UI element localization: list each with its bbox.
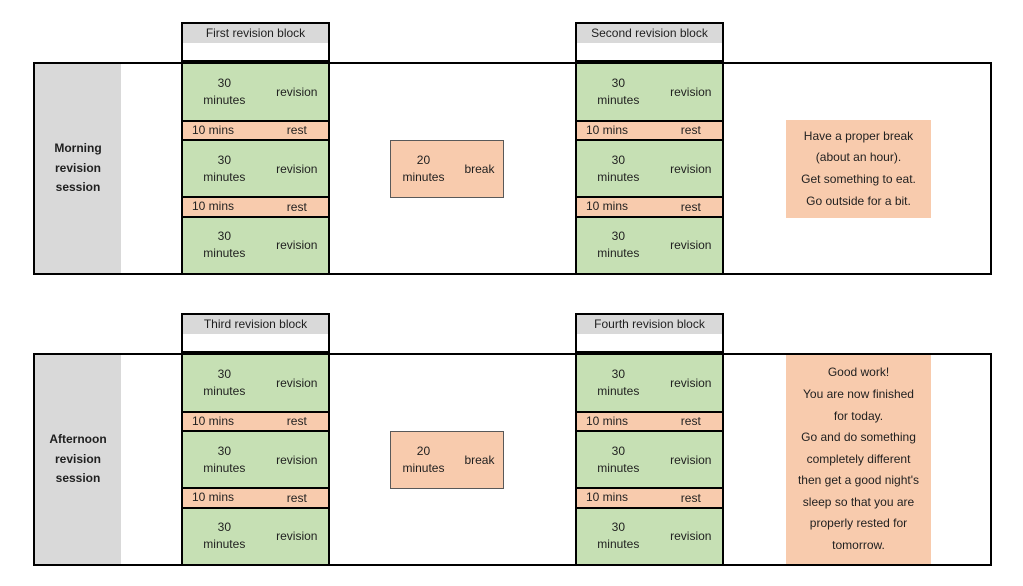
segment-activity: revision (670, 375, 712, 390)
block-header-first: First revision block (181, 22, 330, 62)
rest-segment: 10 mins rest (183, 196, 328, 216)
block-header-fourth-label: Fourth revision block (577, 315, 722, 334)
segment-duration: 30 minutes (203, 443, 246, 475)
block-header-second-label: Second revision block (577, 24, 722, 43)
morning-session-label: Morning revision session (35, 64, 121, 273)
rest-segment: 10 mins rest (183, 410, 328, 430)
segment-activity: rest (286, 199, 307, 214)
revision-segment: 30 minutes revision (183, 138, 328, 197)
revision-segment: 30 minutes revision (183, 429, 328, 488)
segment-duration: 10 mins (586, 413, 629, 428)
block-header-first-label: First revision block (183, 24, 328, 43)
segment-activity: revision (670, 161, 712, 176)
revision-segment: 30 minutes revision (577, 64, 722, 120)
segment-duration: 10 mins (586, 490, 629, 505)
break-label: break (464, 453, 495, 467)
segment-activity: rest (680, 199, 701, 214)
segment-duration: 30 minutes (203, 75, 246, 107)
revision-segment: 30 minutes revision (577, 138, 722, 197)
first-revision-block: 30 minutes revision 10 mins rest 30 minu… (181, 62, 330, 275)
morning-note: Have a proper break (about an hour). Get… (786, 120, 931, 218)
revision-segment: 30 minutes revision (183, 506, 328, 565)
break-label: break (464, 162, 495, 176)
fourth-revision-block: 30 minutes revision 10 mins rest 30 minu… (575, 353, 724, 566)
revision-segment: 30 minutes revision (577, 355, 722, 411)
rest-segment: 10 mins rest (577, 196, 722, 216)
segment-duration: 30 minutes (597, 152, 640, 184)
segment-activity: revision (276, 238, 318, 253)
second-revision-block: 30 minutes revision 10 mins rest 30 minu… (575, 62, 724, 275)
revision-segment: 30 minutes revision (577, 429, 722, 488)
segment-duration: 30 minutes (203, 366, 246, 398)
afternoon-break-box: 20 minutes break (390, 431, 504, 489)
break-duration: 20 minutes (402, 444, 445, 475)
morning-break-box: 20 minutes break (390, 140, 504, 198)
segment-activity: revision (276, 529, 318, 544)
segment-activity: revision (276, 161, 318, 176)
segment-duration: 30 minutes (597, 443, 640, 475)
afternoon-note: Good work! You are now finished for toda… (786, 355, 931, 564)
break-duration: 20 minutes (402, 153, 445, 184)
revision-segment: 30 minutes revision (183, 64, 328, 120)
segment-duration: 10 mins (192, 413, 235, 428)
segment-activity: revision (276, 375, 318, 390)
segment-activity: revision (276, 452, 318, 467)
block-header-second: Second revision block (575, 22, 724, 62)
segment-duration: 30 minutes (597, 520, 640, 552)
segment-activity: rest (286, 123, 307, 138)
segment-activity: revision (670, 452, 712, 467)
revision-segment: 30 minutes revision (577, 215, 722, 274)
segment-activity: revision (276, 84, 318, 99)
segment-activity: rest (680, 490, 701, 505)
third-revision-block: 30 minutes revision 10 mins rest 30 minu… (181, 353, 330, 566)
segment-activity: rest (680, 123, 701, 138)
block-header-fourth: Fourth revision block (575, 313, 724, 353)
rest-segment: 10 mins rest (577, 119, 722, 139)
revision-segment: 30 minutes revision (577, 506, 722, 565)
segment-duration: 30 minutes (597, 75, 640, 107)
rest-segment: 10 mins rest (183, 487, 328, 507)
block-header-third: Third revision block (181, 313, 330, 353)
segment-duration: 30 minutes (597, 229, 640, 261)
segment-duration: 30 minutes (597, 366, 640, 398)
segment-activity: revision (670, 84, 712, 99)
segment-duration: 30 minutes (203, 229, 246, 261)
block-header-third-label: Third revision block (183, 315, 328, 334)
rest-segment: 10 mins rest (577, 410, 722, 430)
afternoon-session-label: Afternoon revision session (35, 355, 121, 564)
segment-duration: 10 mins (586, 199, 629, 214)
segment-activity: rest (680, 414, 701, 429)
segment-duration: 10 mins (586, 122, 629, 137)
segment-duration: 30 minutes (203, 152, 246, 184)
revision-segment: 30 minutes revision (183, 355, 328, 411)
segment-duration: 10 mins (192, 490, 235, 505)
segment-duration: 10 mins (192, 199, 235, 214)
segment-activity: revision (670, 529, 712, 544)
segment-duration: 10 mins (192, 122, 235, 137)
rest-segment: 10 mins rest (183, 119, 328, 139)
revision-segment: 30 minutes revision (183, 215, 328, 274)
segment-activity: rest (286, 414, 307, 429)
segment-activity: rest (286, 490, 307, 505)
segment-duration: 30 minutes (203, 520, 246, 552)
segment-activity: revision (670, 238, 712, 253)
rest-segment: 10 mins rest (577, 487, 722, 507)
